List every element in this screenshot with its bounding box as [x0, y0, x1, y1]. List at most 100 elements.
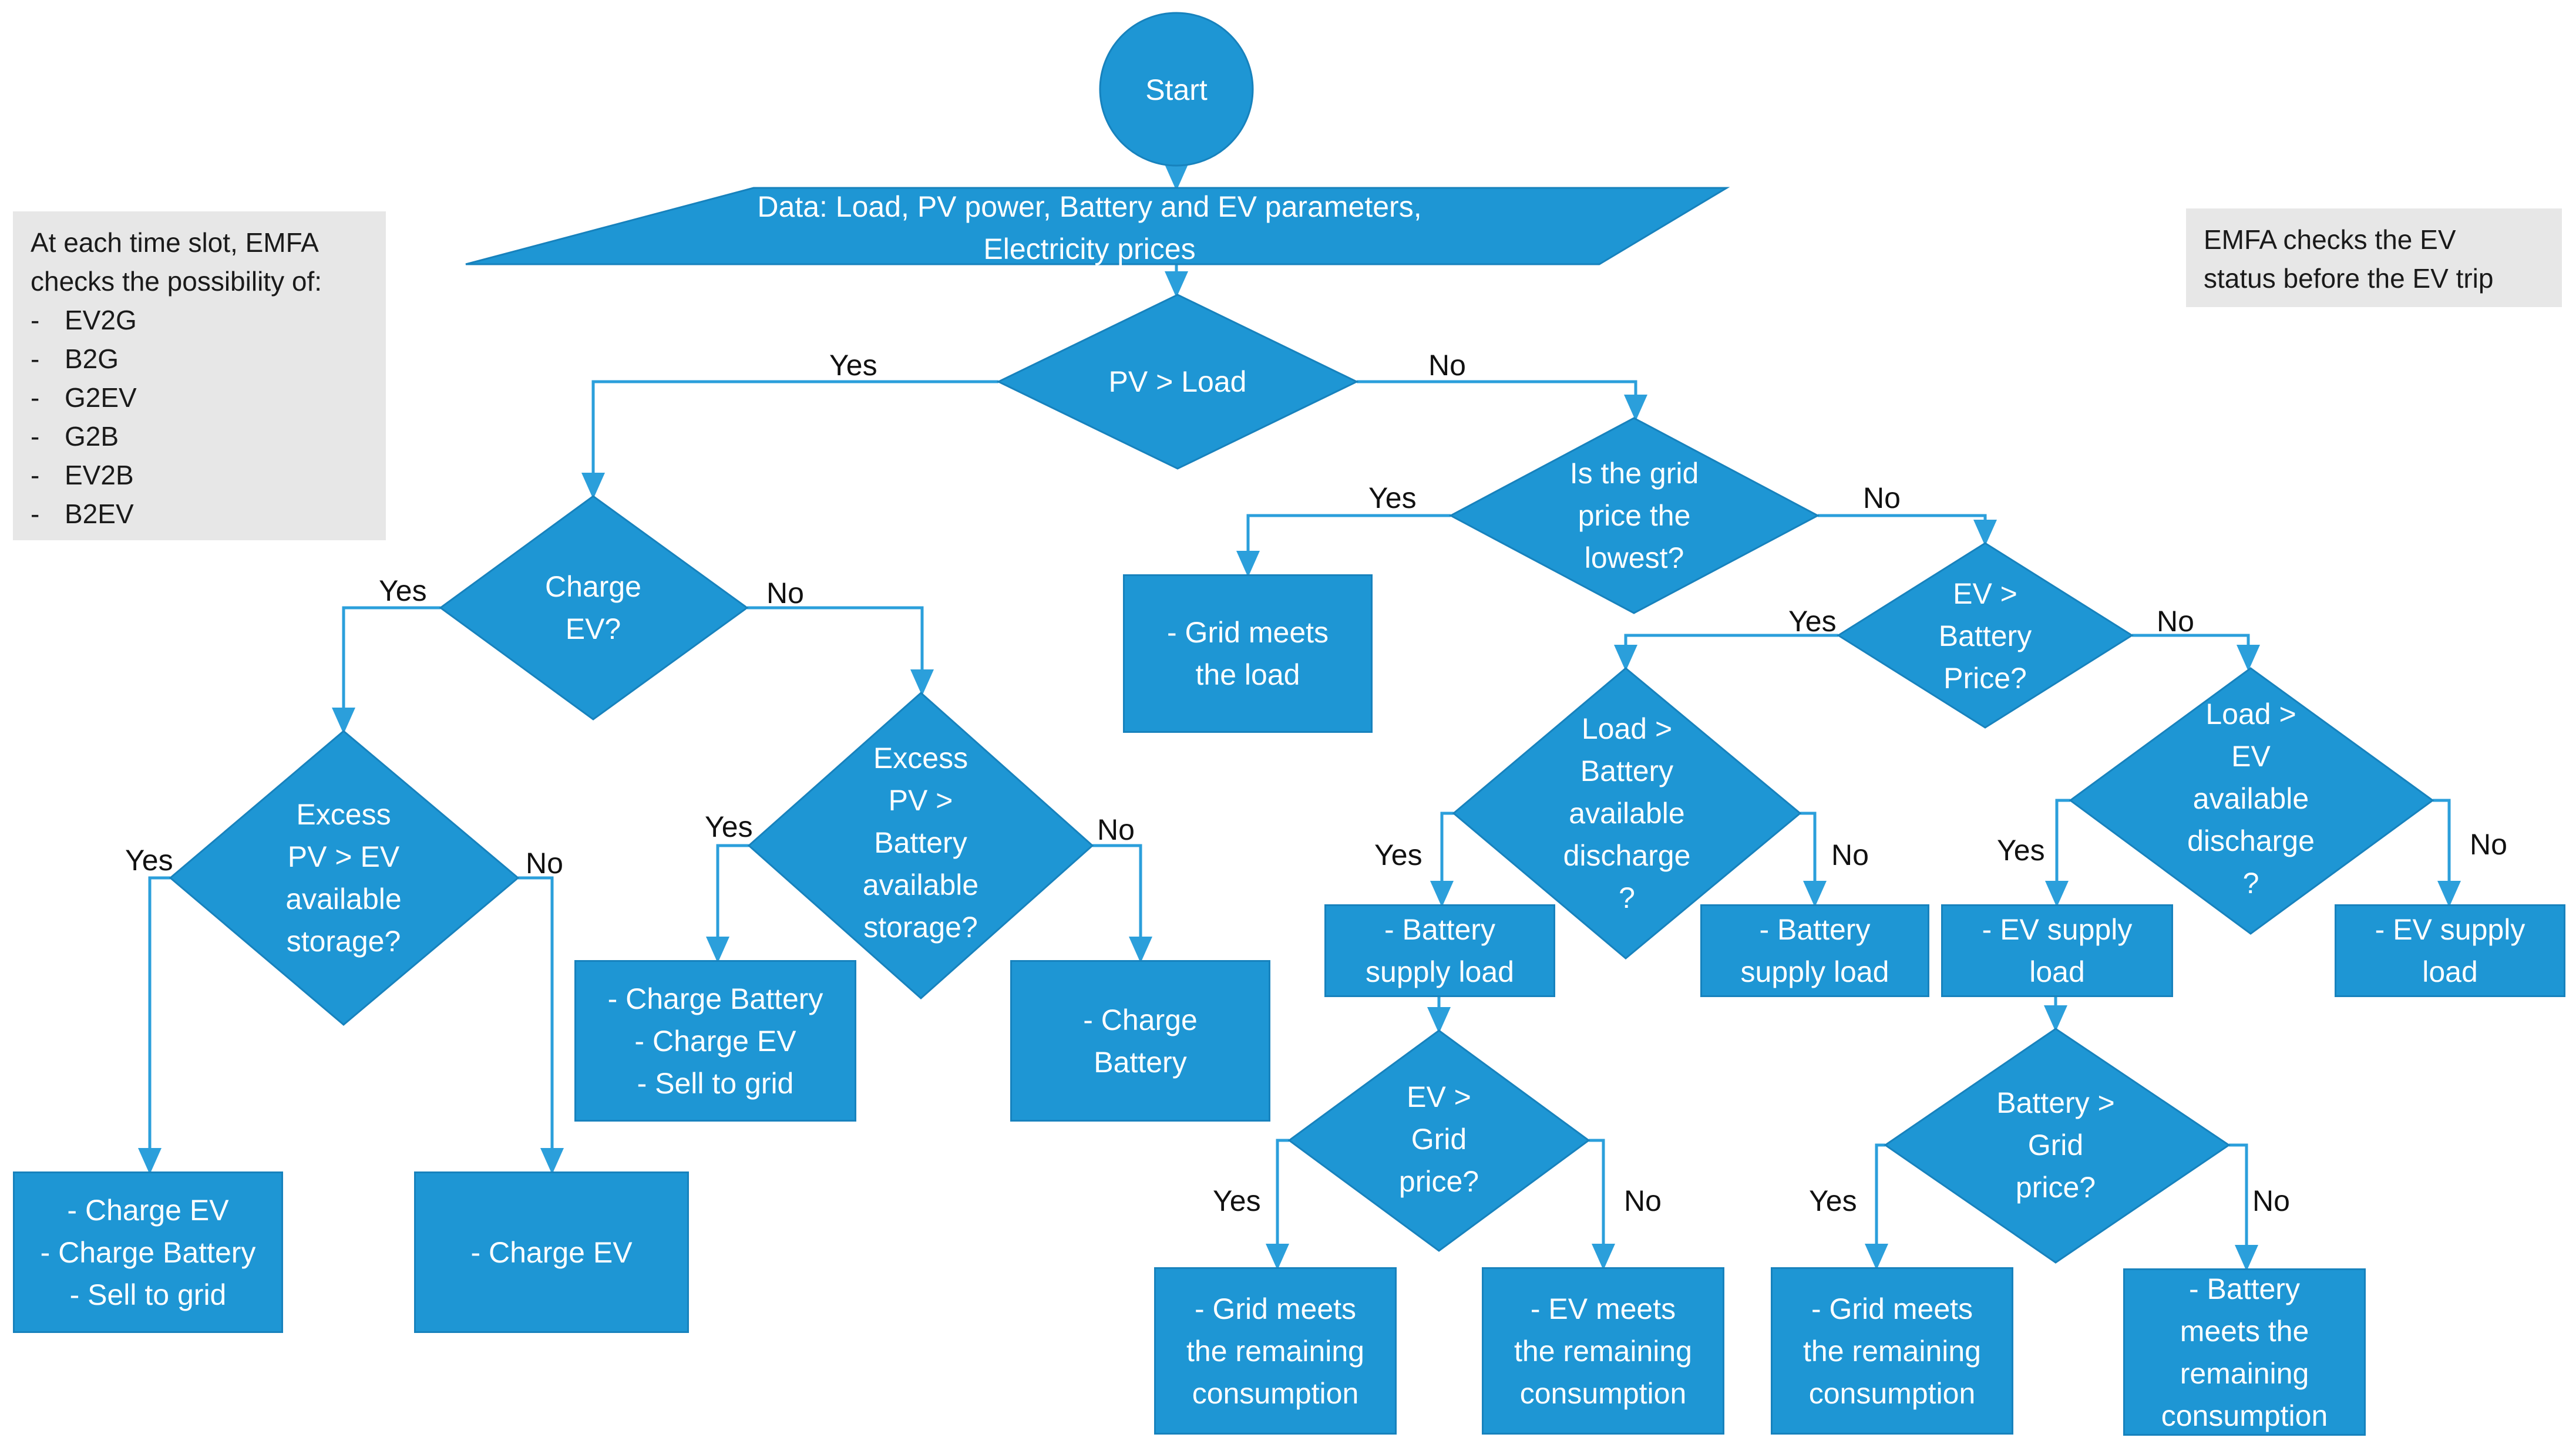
node-text-line: Load >	[1581, 712, 1673, 745]
node-text-line: discharge	[1563, 839, 1691, 872]
edge-label-grid-yes: Yes	[1368, 482, 1417, 514]
node-text-line: EV?	[565, 612, 621, 645]
edge-pv-no	[1357, 380, 1647, 421]
pv-load-diamond	[996, 294, 1359, 470]
edge-label-evg-no: No	[1624, 1184, 1662, 1217]
charge-all-box-2: - Charge Battery - Charge EV - Sell to gri…	[574, 960, 856, 1122]
node-text-line: Load >	[2205, 698, 2296, 730]
node-text-line: consumption	[1808, 1376, 1976, 1410]
ev-battery-price-diamond	[1837, 542, 2134, 729]
note-right: EMFA checks the EV status before the EV …	[2186, 208, 2562, 307]
note-right-line: EMFA checks the EV	[2204, 224, 2456, 255]
edge-evg-no	[1589, 1139, 1615, 1270]
node-text-line: Charge	[545, 570, 641, 603]
data-label: Data: Load, PV power, Battery and EV par…	[587, 187, 1592, 269]
node-text-line: - Charge EV	[470, 1235, 633, 1269]
node-text-line: supply load	[1366, 955, 1514, 988]
edge-label-lb-yes: Yes	[1374, 839, 1422, 871]
node-text-line: storage?	[863, 911, 978, 944]
node-text-line: - Battery	[1759, 913, 1871, 946]
node-text-line: EV >	[1953, 577, 2017, 610]
edge-exbat-no	[1092, 844, 1152, 963]
note-left: At each time slot, EMFA checks the possi…	[13, 211, 386, 540]
node-text: - Charge EV	[470, 1231, 632, 1274]
start-circle	[1099, 12, 1254, 167]
node-text-line: the remaining	[1186, 1334, 1364, 1368]
note-left-bullet: -EV2G	[31, 301, 368, 339]
edge-label-evbp-no: No	[2157, 605, 2194, 638]
node-text-line: available	[285, 883, 402, 915]
edge-label-evg-yes: Yes	[1213, 1184, 1261, 1217]
excess-pv-battery-diamond	[747, 691, 1094, 1000]
edge-pv-yes	[581, 380, 998, 499]
node-text-line: price the	[1578, 499, 1691, 532]
edge-le-yes	[2045, 799, 2070, 907]
node-text: Start	[1145, 69, 1208, 111]
note-left-line: checks the possibility of:	[31, 266, 322, 297]
node-text-line: the remaining	[1803, 1334, 1981, 1368]
node-text-line: Electricity prices	[983, 233, 1196, 265]
node-text-line: Battery	[1580, 755, 1674, 787]
data-parallelogram	[465, 187, 1730, 265]
edge-label-pv-no: No	[1428, 349, 1466, 382]
excess-pv-ev-diamond	[169, 730, 520, 1026]
note-left-bullet: -EV2B	[31, 456, 368, 494]
edge-label-charge-yes: Yes	[379, 574, 427, 607]
node-text-line: discharge	[2187, 824, 2315, 857]
node-text-line: - Grid meets	[1166, 616, 1329, 649]
bullet-label: B2G	[65, 344, 119, 374]
bullet-label: EV2B	[65, 460, 134, 490]
edge-label-exev-yes: Yes	[125, 844, 173, 877]
node-text-line: ?	[2242, 867, 2259, 900]
node-text-line: consumption	[1519, 1376, 1687, 1410]
node-text: PV > Load	[1109, 361, 1247, 403]
node-text-line: Data: Load, PV power, Battery and EV par…	[757, 190, 1422, 223]
charge-ev-diamond	[439, 495, 749, 721]
node-text-line: available	[1569, 797, 1685, 830]
load-battery-diamond	[1452, 667, 1802, 960]
bullet-label: B2EV	[65, 499, 134, 529]
edge-label-le-yes: Yes	[1997, 834, 2045, 867]
node-text-line: available	[862, 868, 979, 901]
node-text-line: Grid	[2027, 1129, 2084, 1162]
node-text-line: load	[2029, 955, 2085, 988]
bullet-dash: -	[31, 460, 40, 490]
node-text-line: Battery	[1938, 619, 2032, 652]
node-text-line: available	[2192, 782, 2309, 815]
edge-label-le-no: No	[2470, 828, 2507, 861]
ev-grid-price-diamond	[1287, 1029, 1590, 1252]
node-text-line: lowest?	[1584, 541, 1684, 574]
edge-label-lb-no: No	[1831, 839, 1869, 871]
edge-lb-no	[1800, 812, 1827, 907]
node-text-line: - Charge Battery	[607, 982, 823, 1015]
bullet-dash: -	[31, 344, 40, 374]
node-text-line: Excess	[296, 798, 391, 831]
node-text-line: - Charge EV	[634, 1024, 796, 1058]
note-left-bullet: -G2EV	[31, 378, 368, 417]
node-text-line: storage?	[286, 925, 401, 958]
node-text-line: - Sell to grid	[637, 1066, 794, 1100]
edge-label-exev-no: No	[526, 847, 563, 880]
node-text-line: - Grid meets	[1194, 1292, 1357, 1325]
bullet-label: G2B	[65, 421, 119, 452]
edge-exev-yes	[138, 876, 170, 1174]
